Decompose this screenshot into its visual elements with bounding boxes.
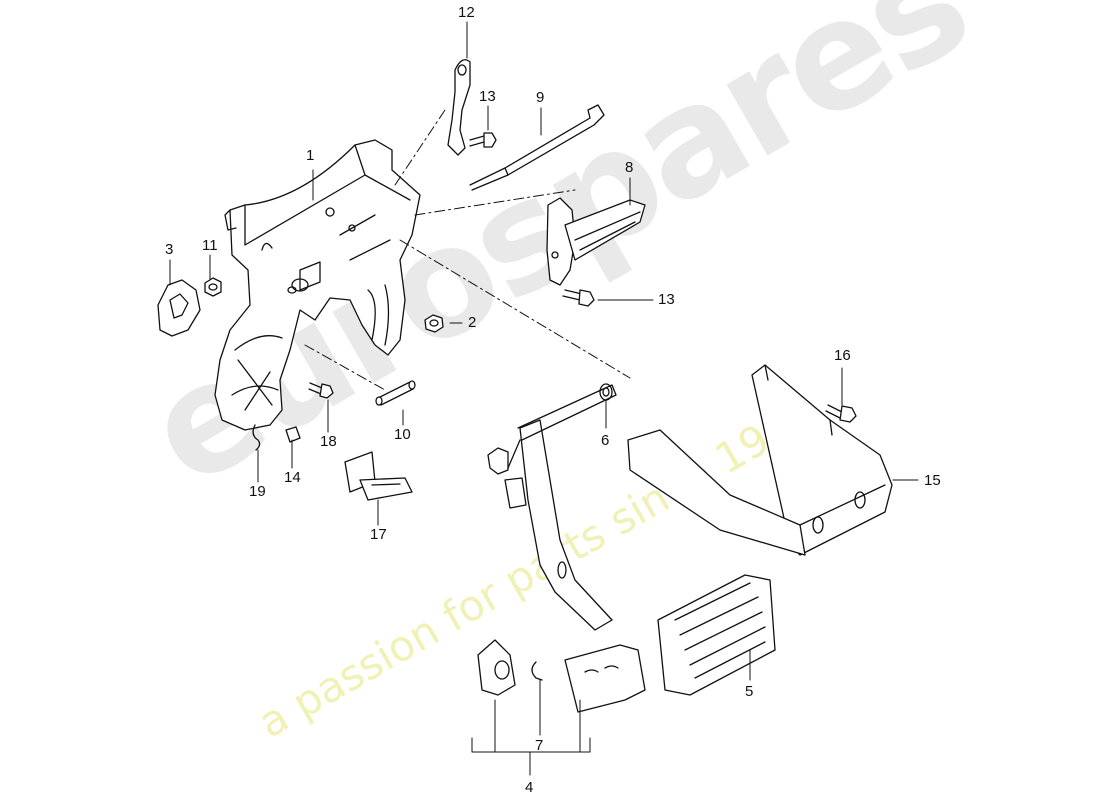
callout-12: 12 — [458, 4, 475, 21]
part-15-support-frame — [627, 364, 893, 556]
part-2-nut — [424, 314, 444, 333]
callout-15: 15 — [924, 472, 941, 489]
callout-leader-lines — [169, 21, 919, 776]
callout-10: 10 — [394, 426, 411, 443]
callout-3: 3 — [165, 241, 174, 258]
callout-1: 1 — [306, 147, 315, 164]
callout-8: 8 — [625, 159, 634, 176]
part-19-clip — [252, 424, 261, 451]
callout-14: 14 — [284, 469, 301, 486]
part-14-stud — [285, 426, 301, 443]
callout-11: 11 — [202, 237, 218, 254]
part-4-clutch-pedal — [487, 384, 646, 713]
part-5-pedal-pad — [657, 574, 776, 696]
part-7-clip — [531, 661, 543, 681]
part-17-switch — [344, 451, 413, 501]
part-18-bolt — [308, 382, 334, 399]
part-16-bolt — [825, 404, 857, 423]
part-11-nut — [204, 277, 222, 297]
assembly-guide-lines — [304, 109, 631, 391]
part-10-pin — [375, 380, 416, 406]
callout-5: 5 — [745, 683, 754, 700]
callout-13-lower: 13 — [658, 291, 675, 308]
callout-17: 17 — [370, 526, 387, 543]
part-3-seal-plate — [157, 279, 201, 337]
callout-6: 6 — [601, 432, 610, 449]
callout-4: 4 — [525, 779, 534, 796]
part-13-bolt-lower — [562, 289, 595, 307]
callout-9: 9 — [536, 89, 545, 106]
part-4-pivot-bracket — [477, 639, 516, 696]
part-1-pedal-bracket — [214, 139, 421, 431]
part-8-lever — [546, 197, 646, 286]
part-9-rod — [469, 104, 605, 191]
part-12-bracket — [447, 59, 471, 156]
part-13-bolt-upper — [469, 132, 497, 148]
callout-2: 2 — [468, 314, 477, 331]
callout-18: 18 — [320, 433, 337, 450]
callout-19: 19 — [249, 483, 266, 500]
callout-13-upper: 13 — [479, 88, 496, 105]
callout-16: 16 — [834, 347, 851, 364]
callout-7: 7 — [535, 737, 544, 754]
